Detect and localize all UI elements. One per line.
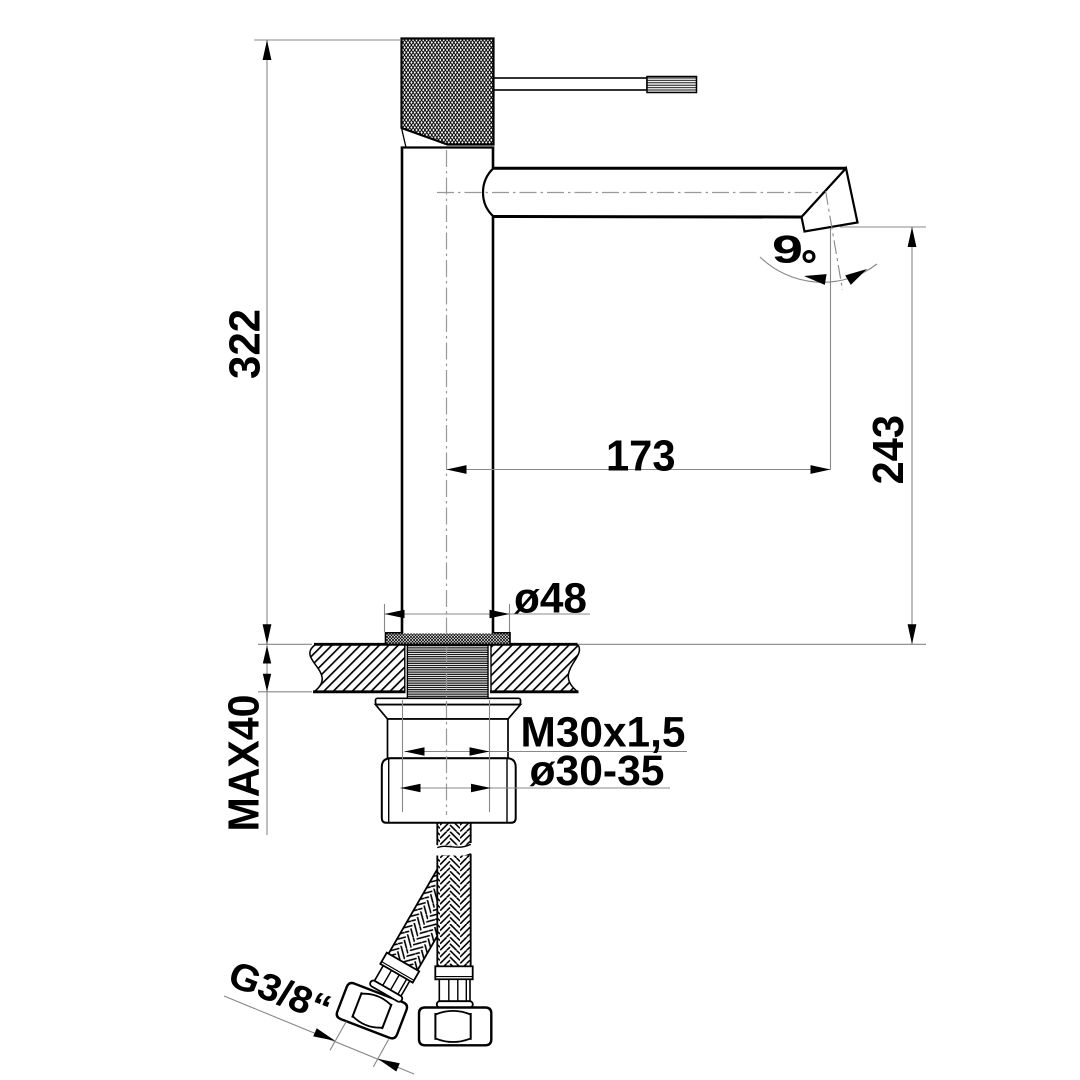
svg-text:ø30-35: ø30-35 — [530, 747, 665, 795]
svg-text:173: 173 — [606, 433, 676, 481]
svg-text:9: 9 — [772, 229, 803, 272]
svg-text:243: 243 — [865, 415, 913, 485]
svg-text:ø48: ø48 — [514, 575, 587, 623]
svg-text:322: 322 — [222, 309, 270, 379]
svg-text:MAX40: MAX40 — [221, 695, 269, 832]
svg-text:M30x1,5: M30x1,5 — [521, 709, 686, 757]
